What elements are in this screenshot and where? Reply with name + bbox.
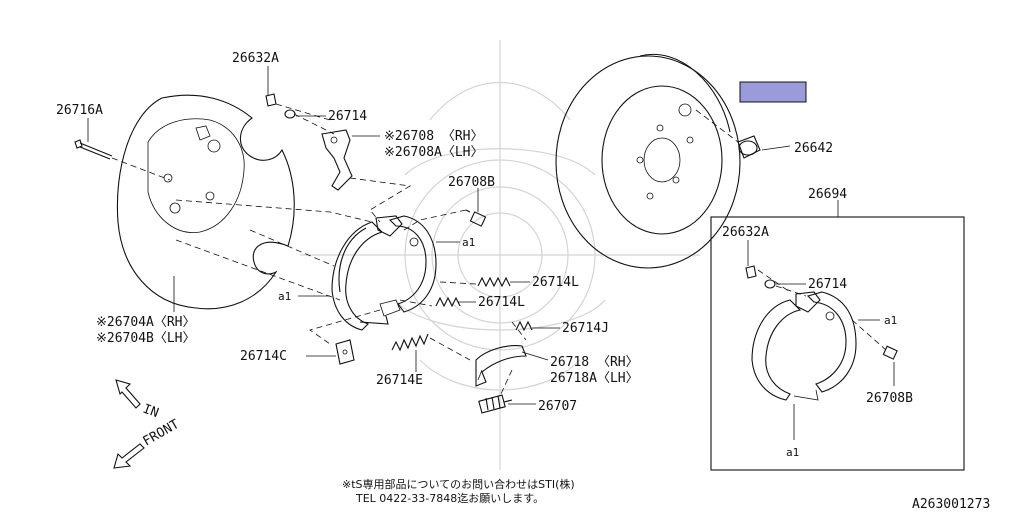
assembly-lines [111,103,887,397]
front-arrow-icon [113,443,145,469]
label-kit-26708b: 26708B [866,391,913,406]
label-26708a-lh: ※26708A〈LH〉 [384,145,484,160]
label-26714j: 26714J [562,321,609,336]
label-a1-shoe-right: a1 [462,236,475,249]
washer-26714-top [284,109,296,119]
label-26714-top: 26714 [328,109,367,124]
label-26707: 26707 [538,399,577,414]
in-arrow-icon [115,379,141,409]
label-26714c: 26714C [240,349,287,364]
plug-26642 [737,135,761,159]
kit-box [710,200,965,471]
label-front-direction: FRONT [141,417,183,450]
label-kit-a1-right: a1 [884,314,897,327]
label-kit-26632a: 26632A [722,225,769,240]
brake-shoes [331,215,437,331]
label-26718-rh: 26718 〈RH〉 [550,355,639,370]
kit-washer-26714 [764,279,776,289]
label-kit-a1-bottom: a1 [786,446,799,459]
label-26708-rh: ※26708 〈RH〉 [384,129,484,144]
adjuster-26707 [478,394,513,414]
callout-labels: 26632A 26714 26716A ※26708 〈RH〉 ※26708A〈… [56,51,990,512]
label-26718a-lh: 26718A〈LH〉 [550,371,639,386]
watermark-emblem [300,40,700,470]
kit-pin-26708b [882,345,898,360]
diagram-code: A263001273 [912,497,990,512]
label-26714l-lower: 26714L [478,295,525,310]
label-kit-26714: 26714 [808,277,847,292]
spring-26714j [515,320,533,332]
kit-clip-26632a [745,265,757,279]
spring-26714l-lower [435,296,461,308]
label-in-direction: IN [141,402,161,421]
pin-26708b-top [465,209,487,227]
strut-26718 [475,345,527,387]
label-26632a-top: 26632A [232,51,279,66]
brake-drum [555,53,741,269]
spring-26714e [391,333,429,352]
label-26704a-rh: ※26704A〈RH〉 [96,315,196,330]
clip-26714c [335,339,355,365]
label-26642: 26642 [794,141,833,156]
leader-lines [87,66,895,440]
label-26716a: 26716A [56,103,103,118]
label-26708b-top: 26708B [448,175,495,190]
label-26694: 26694 [808,187,847,202]
highlight-tag [739,81,807,103]
label-26704b-lh: ※26704B〈LH〉 [96,331,196,346]
parking-lever-26708 [321,129,353,191]
footer-note-line2: TEL 0422-33-7848迄お願いします。 [355,491,544,505]
bolt-26716a [74,139,113,160]
label-26714l-upper: 26714L [532,275,579,290]
kit-brake-shoes [751,291,857,401]
clip-26632a-top [265,93,277,107]
spring-26714l-upper [477,276,511,288]
label-a1-shoe-left: a1 [278,290,291,303]
backing-plate [116,94,295,310]
label-26714e: 26714E [376,373,423,388]
footer-note-line1: ※tS専用部品についてのお問い合わせはSTI(株) [342,477,575,491]
